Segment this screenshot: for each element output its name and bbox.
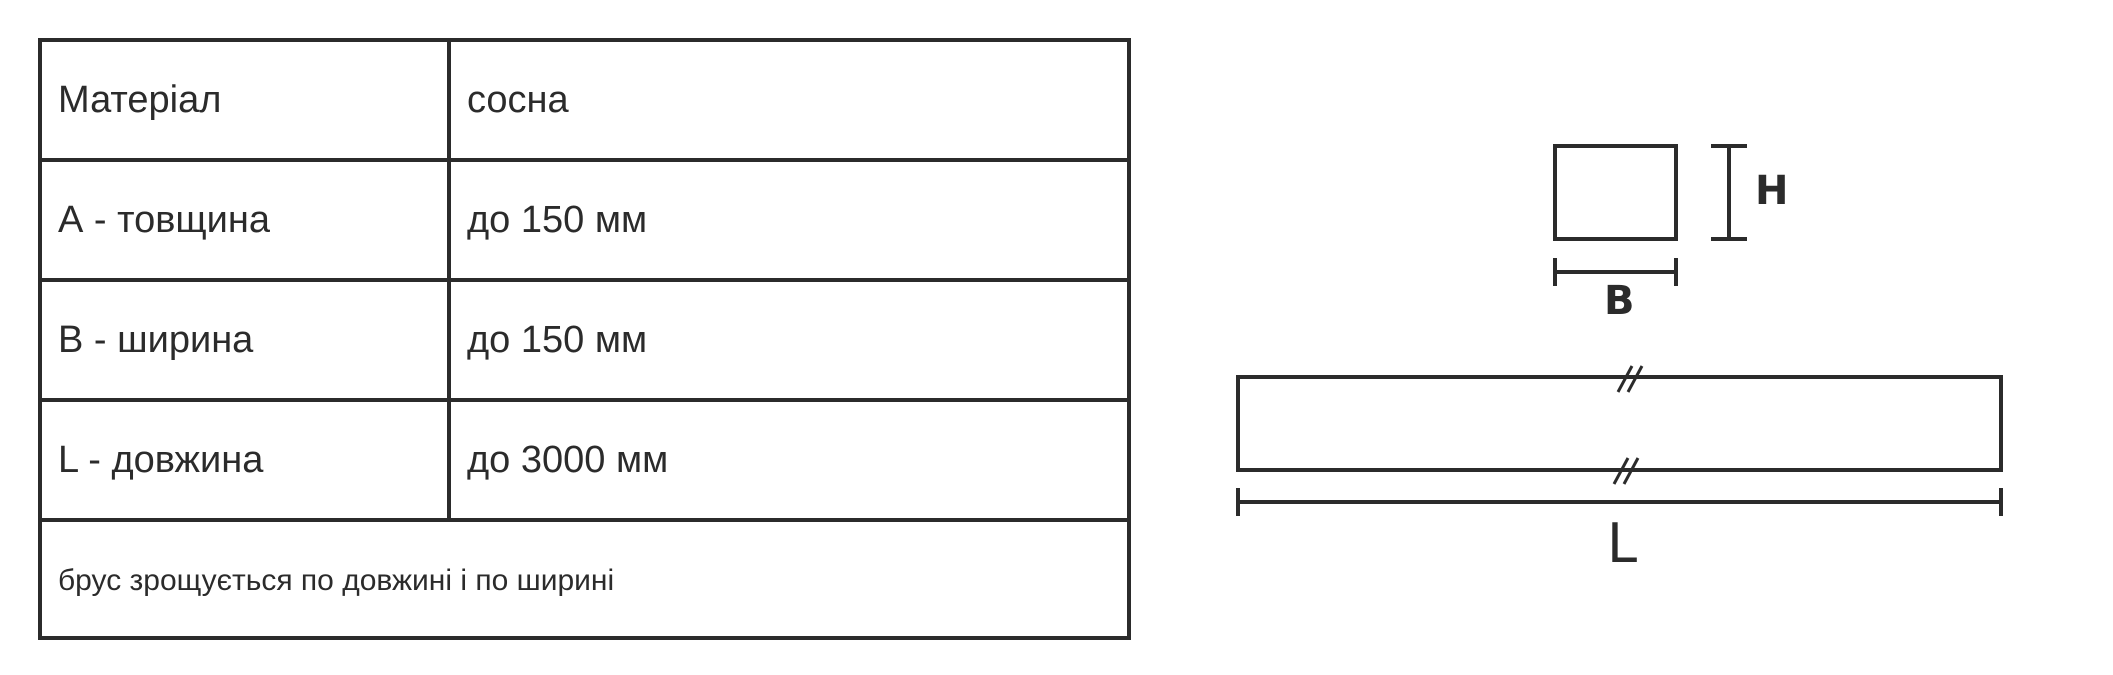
break-mark-bottom <box>1612 457 1640 485</box>
spec-value: до 150 мм <box>467 198 648 241</box>
spec-value: сосна <box>467 78 569 121</box>
length-label: L <box>1607 512 1637 575</box>
spec-row-note: брус зрощується по довжині і по ширині <box>42 522 1127 640</box>
width-dimension <box>1553 258 1678 286</box>
spec-label: А - товщина <box>42 162 451 278</box>
spec-label: L - довжина <box>42 402 451 518</box>
cross-section-rect <box>1553 144 1678 241</box>
height-dimension <box>1711 144 1747 241</box>
spec-row-width: В - ширина до 150 мм <box>42 282 1127 402</box>
break-mark-top <box>1616 365 1644 393</box>
length-dimension <box>1236 488 2003 516</box>
beam-rect <box>1236 375 2003 472</box>
spec-note: брус зрощується по довжині і по ширині <box>58 564 615 597</box>
spec-row-material: Матеріал сосна <box>42 42 1127 162</box>
spec-row-thickness: А - товщина до 150 мм <box>42 162 1127 282</box>
height-label: H <box>1755 168 1788 214</box>
spec-value: до 3000 мм <box>467 438 669 481</box>
width-label: B <box>1604 278 1635 324</box>
spec-value: до 150 мм <box>467 318 648 361</box>
spec-label: В - ширина <box>42 282 451 398</box>
spec-table: Матеріал сосна А - товщина до 150 мм В -… <box>38 38 1131 640</box>
spec-label: Матеріал <box>42 42 451 158</box>
spec-row-length: L - довжина до 3000 мм <box>42 402 1127 522</box>
